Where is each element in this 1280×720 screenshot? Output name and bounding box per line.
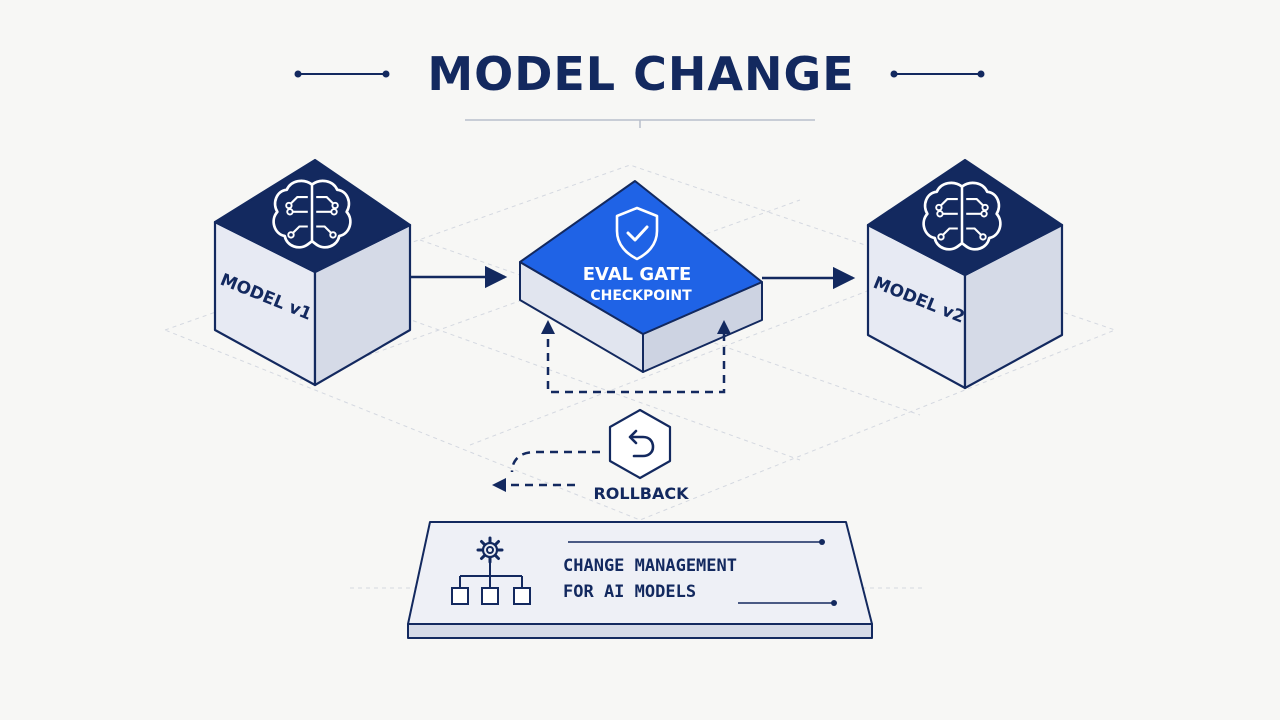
rollback-connector xyxy=(510,450,600,473)
change-management-panel: CHANGE MANAGEMENT FOR AI MODELS xyxy=(407,521,873,639)
panel-line1: CHANGE MANAGEMENT xyxy=(563,556,737,576)
model-v1-cube: MODEL v1 xyxy=(213,158,412,387)
rollback-node xyxy=(608,408,672,480)
eval-gate-line2: CHECKPOINT xyxy=(590,288,692,304)
eval-gate-checkpoint: EVAL GATE CHECKPOINT xyxy=(519,180,763,373)
eval-gate-line1: EVAL GATE xyxy=(583,264,692,285)
rollback-label: ROLLBACK xyxy=(593,484,689,503)
shield-check-icon xyxy=(615,206,659,261)
model-v2-cube: MODEL v2 xyxy=(866,158,1064,390)
gear-hierarchy-icon xyxy=(451,536,531,605)
page-title: MODEL CHANGE xyxy=(427,47,854,101)
panel-line2: FOR AI MODELS xyxy=(563,582,696,602)
undo-arrow-icon xyxy=(628,429,655,458)
feedback-loop xyxy=(546,325,726,394)
title-decor xyxy=(294,70,985,128)
rollback-arrow-head xyxy=(492,478,506,492)
feedback-arrow-right xyxy=(717,320,731,334)
feedback-arrow-left xyxy=(541,320,555,334)
